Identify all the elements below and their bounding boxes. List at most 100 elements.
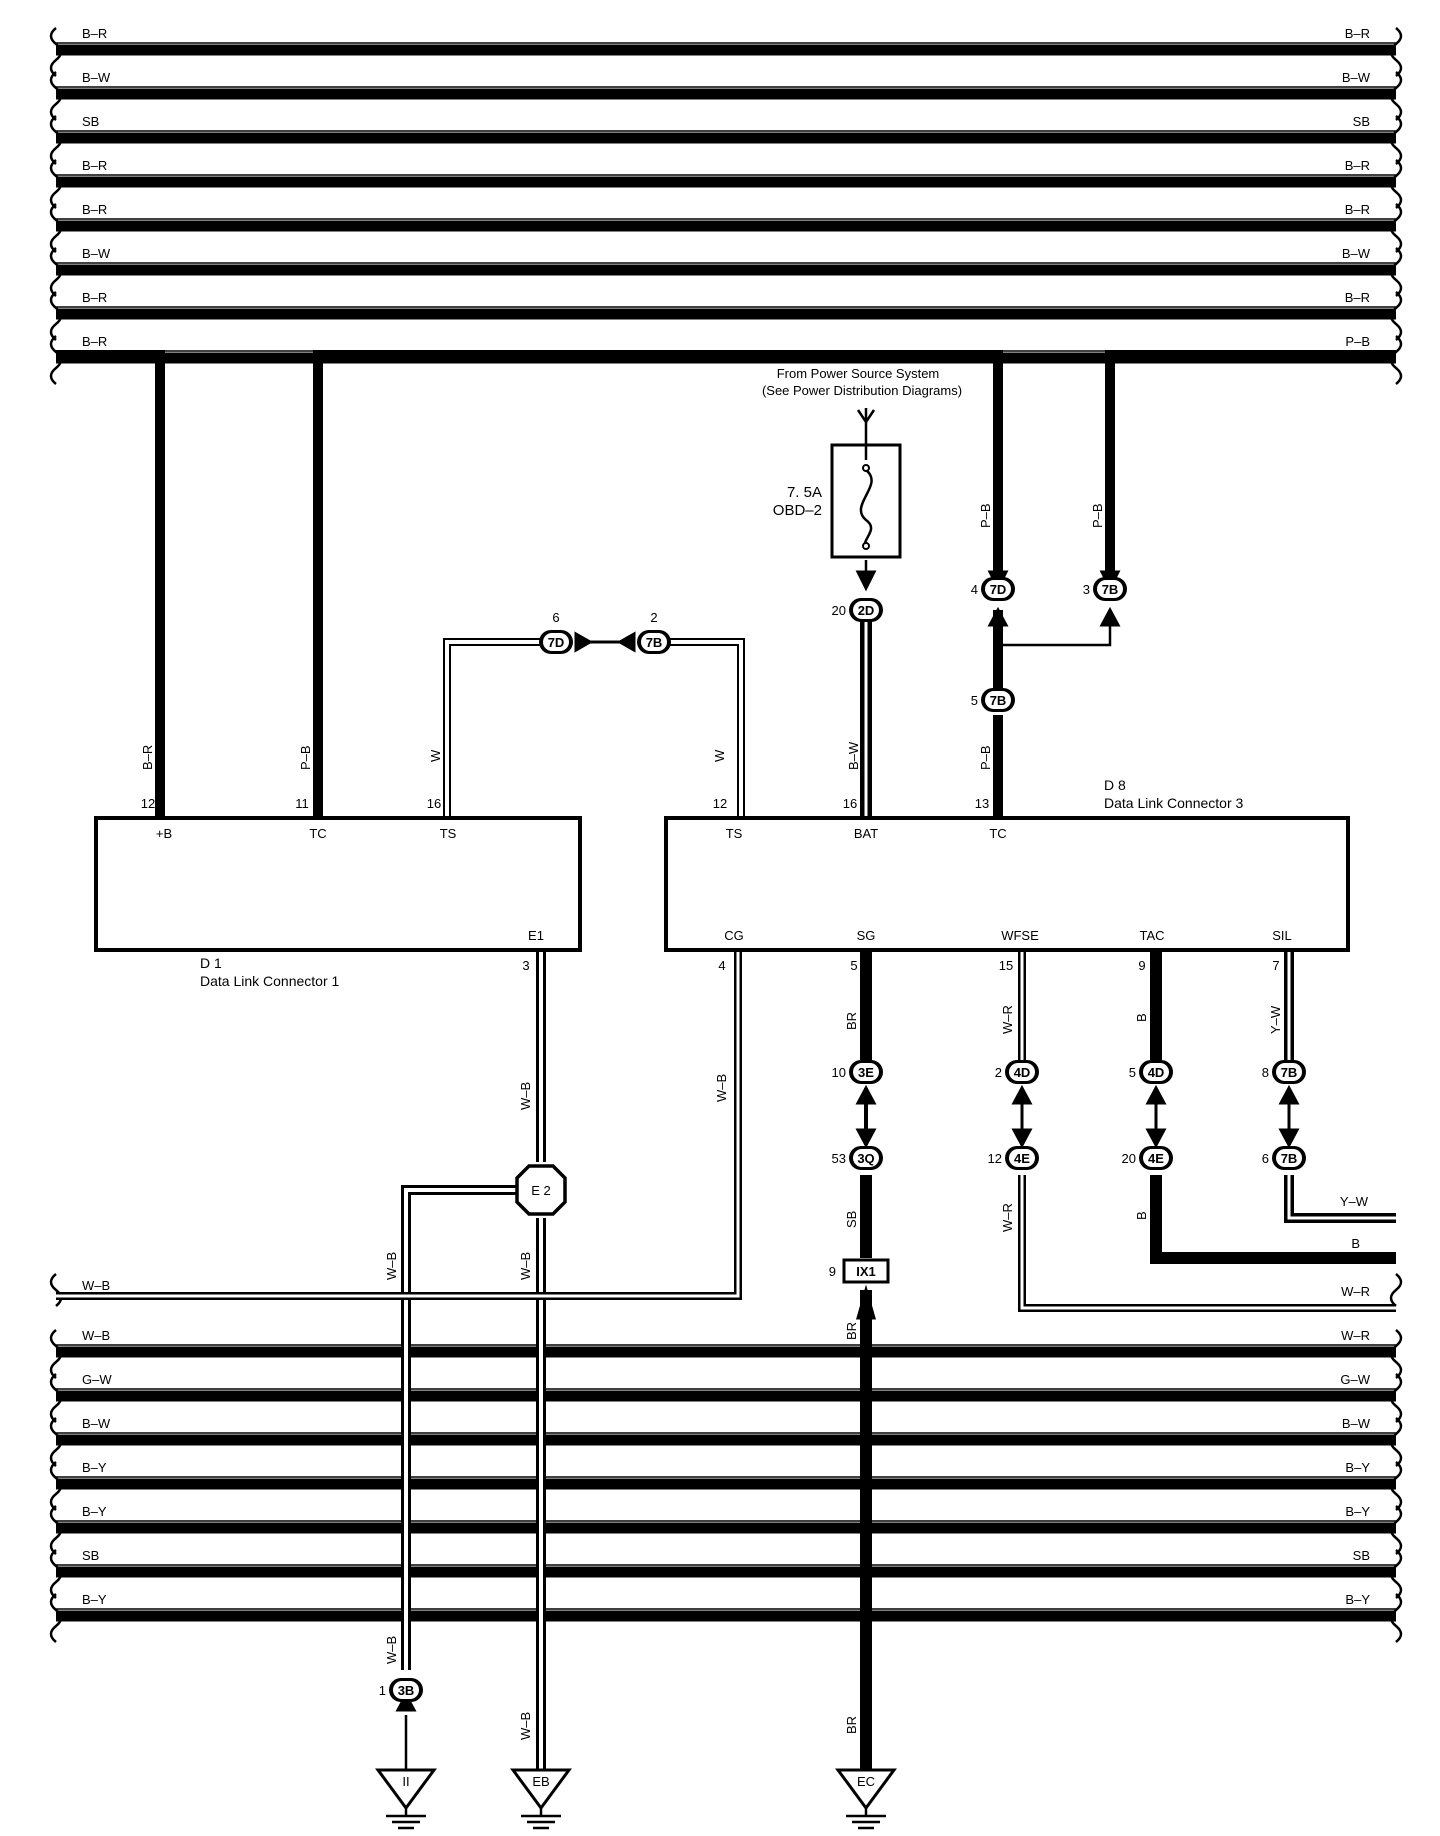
junction-num: 1 <box>379 1683 386 1698</box>
d8-pin-wfse: WFSE <box>1001 928 1039 943</box>
wl-wb-eb: W–B <box>518 1712 533 1740</box>
d8-num-sil: 7 <box>1272 958 1279 973</box>
junction-j4d_a: 4D2 <box>995 1060 1039 1084</box>
fuse-obd2: 7. 5A OBD–2 <box>773 443 902 559</box>
d8-num-cg: 4 <box>718 958 725 973</box>
junction-num: 20 <box>1122 1151 1136 1166</box>
bottom-wire-1: W–B W–R <box>49 1328 1403 1379</box>
bottom-label-right: SB <box>1353 1548 1370 1563</box>
top-label-right: B–R <box>1345 26 1370 41</box>
d8-num-tc: 13 <box>975 796 989 811</box>
d8-pin-bat: BAT <box>854 826 878 841</box>
bottom-label-left: B–Y <box>82 1504 107 1519</box>
bottom-label-right: B–Y <box>1345 1504 1370 1519</box>
junction-label: 4E <box>1148 1151 1164 1166</box>
bottom-label-left: W–B <box>82 1278 110 1293</box>
wl-wr-wfse: W–R <box>1000 1005 1015 1034</box>
top-label-right: P–B <box>1345 334 1370 349</box>
ground-ec-label: EC <box>857 1774 875 1789</box>
junction-num: 2 <box>995 1065 1002 1080</box>
junction-j7b_top: 7B 3 <box>1083 577 1127 601</box>
bottom-wire-7: B–Y B–Y <box>49 1592 1403 1643</box>
wl-pb-tc: P–B <box>978 745 993 770</box>
d1-pin-ts: TS <box>440 826 457 841</box>
wire-sil-b-i <box>1287 1175 1396 1220</box>
wire-ts-loop2-i <box>670 640 743 822</box>
wl-wb-3b: W–B <box>384 1636 399 1664</box>
wl-pb-7b: P–B <box>1090 503 1105 528</box>
junction-num: 5 <box>971 693 978 708</box>
top-label-right: B–R <box>1345 158 1370 173</box>
wl-sb-3q: SB <box>844 1211 859 1228</box>
wire-7b-branch <box>998 610 1112 647</box>
power-arrow <box>856 409 876 425</box>
ix1-connector: IX1 9 <box>829 1258 890 1284</box>
wire-ts-loop-o <box>443 638 540 822</box>
d1-pin-e1: E1 <box>528 928 544 943</box>
junction-label: 2D <box>858 603 875 618</box>
e2-splice: E 2 <box>515 1164 567 1216</box>
bottom-label-right: G–W <box>1340 1372 1370 1387</box>
top-label-left: B–R <box>82 334 107 349</box>
bottom-label-right: B–Y <box>1345 1592 1370 1607</box>
bottom-label-left: B–Y <box>82 1592 107 1607</box>
junction-num: 20 <box>832 603 846 618</box>
d8-pin-tac: TAC <box>1139 928 1164 943</box>
e2-label: E 2 <box>531 1183 551 1198</box>
routed-wires <box>56 350 1396 1770</box>
top-label-left: B–W <box>82 70 111 85</box>
junction-label: 7D <box>548 635 565 650</box>
d1-pin-tc: TC <box>309 826 326 841</box>
junction-num: 5 <box>1129 1065 1136 1080</box>
fuse-rating: 7. 5A <box>787 484 822 501</box>
d8-pin-tc: TC <box>989 826 1006 841</box>
fuse-name: OBD–2 <box>773 502 822 519</box>
wl-wb-cg: W–B <box>714 1074 729 1102</box>
top-label-right: B–W <box>1342 70 1371 85</box>
junction-label: 7B <box>1281 1151 1298 1166</box>
connector-d1: +B TC TS E1 12 11 16 3 D 1 Data Link Con… <box>94 796 582 989</box>
power-note-line1: From Power Source System <box>777 366 940 381</box>
wire-ii-o <box>401 1185 518 1670</box>
junction-j4e_a: 4E 12 <box>988 1146 1039 1170</box>
ground-ii: II <box>375 1768 437 1830</box>
top-label-left: B–R <box>82 202 107 217</box>
bottom-label-left: B–Y <box>82 1460 107 1475</box>
wl-wb-ii: W–B <box>384 1252 399 1280</box>
junction-j7d_ts: 7D6 <box>539 610 573 654</box>
junction-num: 3 <box>1083 582 1090 597</box>
wl-b-tac: B <box>1134 1013 1149 1022</box>
d8-num-bat: 16 <box>843 796 857 811</box>
junction-label: 3E <box>858 1065 874 1080</box>
junction-dot <box>993 640 1003 650</box>
bottom-label-left: W–B <box>82 1328 110 1343</box>
junction-num: 12 <box>988 1151 1002 1166</box>
ix1-num: 9 <box>829 1264 836 1279</box>
bottom-label-right: W–R <box>1341 1328 1370 1343</box>
wl-wr-4e: W–R <box>1000 1203 1015 1232</box>
d1-pin-b: +B <box>156 826 172 841</box>
junction-j4d_b: 4D5 <box>1129 1060 1173 1084</box>
d8-name: Data Link Connector 3 <box>1104 795 1244 811</box>
junction-label: 7B <box>1102 582 1119 597</box>
junction-j7b_s1: 7B8 <box>1262 1060 1306 1084</box>
d8-num-tac: 9 <box>1138 958 1145 973</box>
junction-j7b_ts: 7B2 <box>637 610 671 654</box>
wl-yw-right: Y–W <box>1340 1194 1369 1209</box>
wl-pb-d1: P–B <box>298 745 313 770</box>
top-label-left: SB <box>82 114 99 129</box>
d8-pin-sg: SG <box>857 928 876 943</box>
wl-br-ix1: BR <box>844 1322 859 1340</box>
wl-b-right: B <box>1351 1236 1360 1251</box>
junction-label: 4E <box>1014 1151 1030 1166</box>
junction-links <box>395 570 1300 1712</box>
d8-num-ts: 12 <box>713 796 727 811</box>
